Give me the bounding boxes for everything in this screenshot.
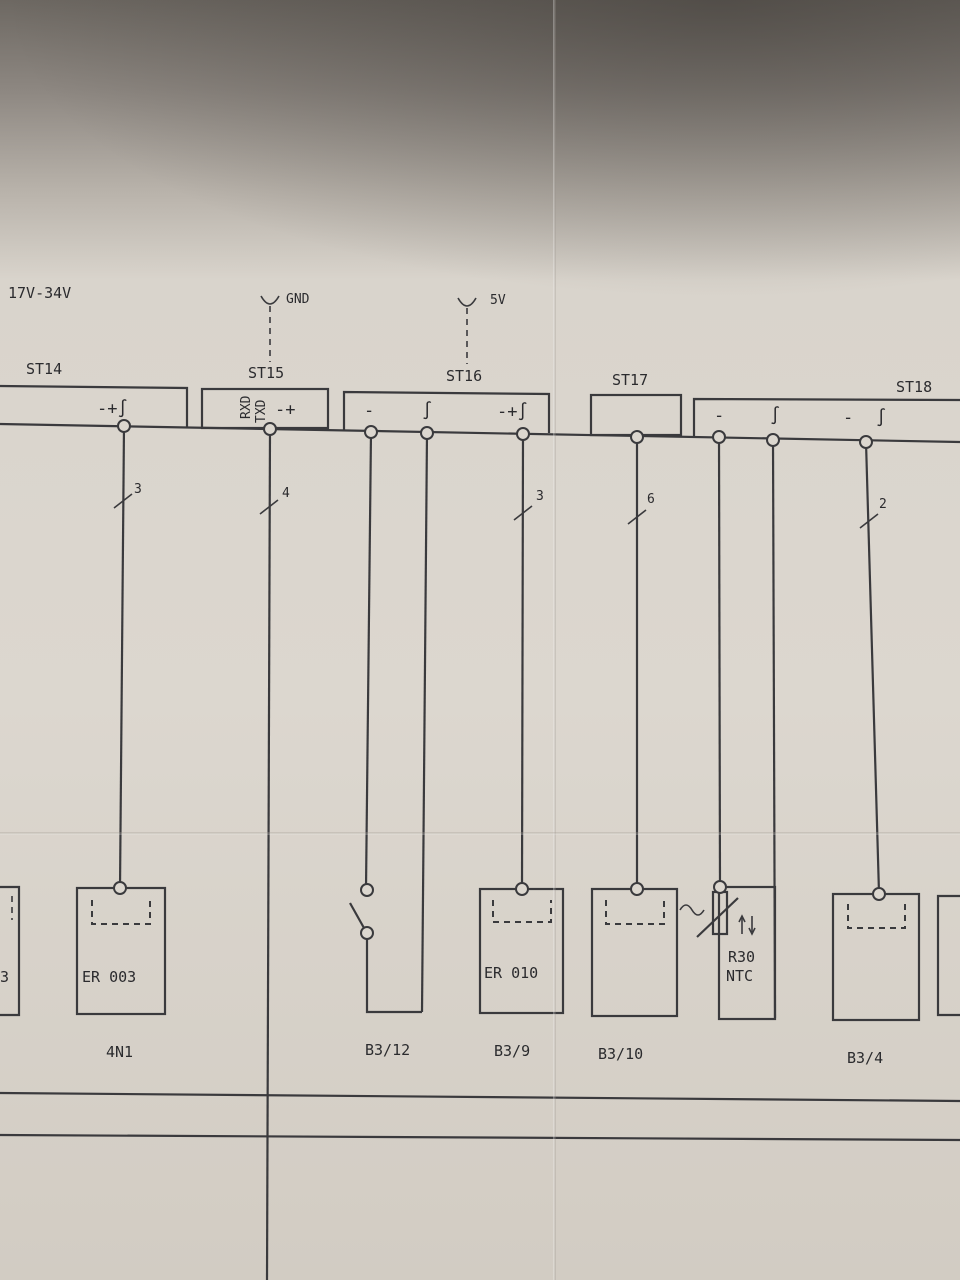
st16-signal-label: ∫ [422,401,432,421]
ref-b3-10: B3/10 [598,1045,643,1063]
device-partial-left [0,885,21,1017]
ref-4n1: 4N1 [106,1043,133,1061]
bottom-rail-2 [0,1133,960,1142]
st15-pm-label: -+ [275,400,295,420]
wire-st15-trunk [265,428,272,1280]
wire-er003 [118,425,126,889]
device-er003-label: ER 003 [82,968,136,986]
wire-b3-12-minus [364,431,373,889]
terminal-st18-signal2 [859,435,873,449]
terminal-st16-minus [364,425,378,439]
st15-rxd-label: RXD [239,395,254,419]
paper-fold-vertical [553,0,556,1280]
wire-tick-4 [627,509,647,525]
wire-count-3: 3 [536,489,544,504]
wire-tick-1 [113,493,133,509]
ref-b3-9: B3/9 [494,1042,530,1060]
thermistor-r30-label: R30 [728,948,755,966]
st18-minus2-label: - [843,408,853,428]
device-b3-10 [590,882,705,1018]
st18-signal1-label: ∫ [770,406,780,426]
thermistor-ntc-label: NTC [726,967,753,985]
thermistor-r30-ntc [696,880,777,1021]
wire-b3-4 [864,441,881,894]
bottom-rail-1 [0,1091,960,1103]
wire-count-5: 2 [879,497,887,512]
ref-b3-4: B3/4 [847,1049,883,1067]
device-er010 [478,882,565,1015]
connector-st15-label: ST15 [248,364,284,382]
terminal-st18-signal1 [766,433,780,447]
st14-pin-label: -+∫ [97,399,128,419]
st16-pm-signal-label: -+∫ [497,402,528,422]
connector-st18-box [692,397,960,437]
connector-st16-label: ST16 [446,367,482,385]
wire-er010 [520,433,525,889]
terminal-st16-pm [516,427,530,441]
5v-symbol [457,297,477,364]
terminal-st17 [630,430,644,444]
terminal-st15 [263,422,277,436]
wire-tick-5 [859,513,879,529]
gnd-label: GND [286,292,310,307]
5v-label: 5V [490,293,506,308]
paper-crease-horizontal [0,832,960,835]
connector-bus-line [0,422,960,444]
device-er003 [75,881,167,1016]
wire-r30-minus [717,436,722,889]
st18-minus1-label: - [714,406,724,426]
st18-signal2-label: ∫ [876,408,886,428]
connector-st17-label: ST17 [612,371,648,389]
wire-b3-12-signal [420,432,429,1013]
connector-st14-label: ST14 [26,360,62,378]
st15-txd-label: TXD [254,399,269,423]
wire-count-2: 4 [282,486,290,501]
gnd-symbol [260,295,280,362]
terminal-st16-signal [420,426,434,440]
switch-b3-12 [349,883,422,1014]
device-er010-label: ER 010 [484,964,538,982]
terminal-st18-minus1 [712,430,726,444]
wire-tick-2 [259,499,279,515]
terminal-st14 [117,419,131,433]
wire-count-4: 6 [647,492,655,507]
wire-tick-3 [513,505,533,521]
connector-st14-box [0,384,189,427]
ref-b3-12: B3/12 [365,1041,410,1059]
supply-voltage-label: 17V-34V [8,284,71,302]
device-partial-label: 3 [0,968,9,986]
connector-st16-box [342,390,551,433]
connector-st18-label: ST18 [896,378,932,396]
st16-minus-label: - [364,401,374,421]
device-b3-4 [831,887,960,1022]
connector-st17-box [589,393,683,437]
wire-count-1: 3 [134,482,142,497]
